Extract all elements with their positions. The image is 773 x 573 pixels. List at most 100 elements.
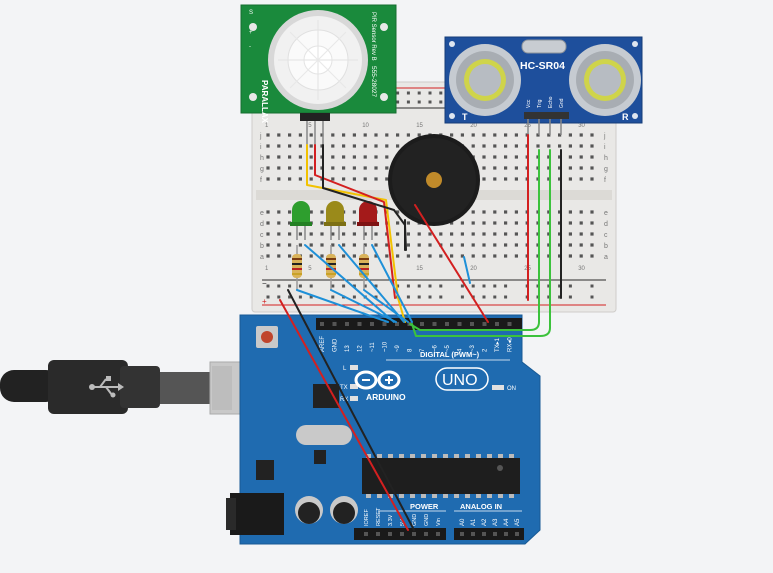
power-pin-label: 3.3V xyxy=(388,514,394,526)
analog-header xyxy=(454,528,524,540)
arduino-brand: ARDUINO xyxy=(366,392,406,402)
wire-led-yellow[interactable] xyxy=(338,244,405,323)
digital-header xyxy=(316,318,522,330)
digital-pin-label: RX◂0 xyxy=(508,337,514,352)
row-letter: h xyxy=(260,155,264,162)
digital-header-label: DIGITAL (PWM~) xyxy=(420,350,480,359)
led-red[interactable] xyxy=(357,201,379,240)
sr04-side-left: T xyxy=(462,112,468,122)
sr04-model: HC-SR04 xyxy=(520,60,565,72)
power-pin-label: GND xyxy=(424,514,430,526)
row-letter: i xyxy=(604,144,606,151)
column-label: 15 xyxy=(416,123,423,129)
row-letter: j xyxy=(259,133,262,140)
arduino-model: UNO xyxy=(442,372,478,389)
pir-sensor[interactable]: PARALLAX PIR Sensor Rev B 555-28027 S + … xyxy=(240,4,397,145)
wire-resistor-1[interactable] xyxy=(296,289,389,323)
ultrasonic-sensor[interactable]: HC-SR04 T R Vcc Trig Echo Gnd xyxy=(444,36,643,135)
analog-pin-label: A2 xyxy=(482,518,488,526)
digital-pin-label: ~5 xyxy=(445,344,451,352)
piezo-buzzer[interactable] xyxy=(388,134,480,226)
reset-button[interactable] xyxy=(261,331,273,343)
rail-plus-label: + xyxy=(262,297,267,306)
digital-pin-label: 2 xyxy=(483,348,489,352)
row-letter: c xyxy=(604,232,608,239)
column-label: 20 xyxy=(470,123,477,129)
row-letter: j xyxy=(603,133,606,140)
digital-pin-label: TX▸1 xyxy=(495,337,501,352)
wire-pir-signal[interactable] xyxy=(306,144,406,323)
analog-header-label: ANALOG IN xyxy=(460,502,502,511)
row-letter: g xyxy=(260,166,264,173)
digital-pin-label: ~10 xyxy=(383,341,389,352)
pir-pin-plus: + xyxy=(249,30,253,36)
column-label: 20 xyxy=(470,266,477,272)
wire-sr04-echo[interactable] xyxy=(411,149,551,337)
wire-pir-power[interactable] xyxy=(314,144,396,299)
column-label: 1 xyxy=(265,123,269,129)
digital-pin-label: 8 xyxy=(408,348,414,352)
row-letter: e xyxy=(260,210,264,217)
analog-pin-label: A3 xyxy=(493,518,499,526)
row-letter: f xyxy=(604,177,606,184)
power-pin-label: Vin xyxy=(436,518,442,526)
digital-pin-label: ~3 xyxy=(470,344,476,352)
analog-pin-label: A5 xyxy=(515,518,521,526)
column-label: 30 xyxy=(578,123,585,129)
led-label-l: L xyxy=(343,366,347,372)
led-label-rx: RX xyxy=(340,397,348,403)
column-label: 10 xyxy=(362,123,369,129)
digital-pin-label: ~9 xyxy=(395,344,401,352)
analog-pin-label: A4 xyxy=(504,518,510,526)
power-jack[interactable] xyxy=(230,493,284,535)
wire-gnd[interactable] xyxy=(287,289,415,531)
row-letter: e xyxy=(604,210,608,217)
digital-pin-label: GND xyxy=(333,338,339,352)
column-label: 5 xyxy=(308,123,312,129)
pir-pin-s: S xyxy=(249,10,253,16)
column-label: 5 xyxy=(308,266,312,272)
rail-minus-label: − xyxy=(262,279,267,288)
usb-icon xyxy=(89,376,124,398)
wire-led-green[interactable] xyxy=(304,244,395,323)
digital-pin-label: ~11 xyxy=(370,342,376,352)
led-yellow[interactable] xyxy=(324,201,346,240)
sr04-side-right: R xyxy=(622,112,629,122)
pir-name: PIR Sensor Rev B xyxy=(370,12,376,61)
power-pin-label: RESET xyxy=(376,507,382,526)
led-green[interactable] xyxy=(290,201,312,240)
digital-pin-label: 7 xyxy=(420,348,426,352)
sr04-pin-echo: Echo xyxy=(548,96,554,108)
sr04-pin-trig: Trig xyxy=(537,99,543,108)
row-letter: c xyxy=(260,232,264,239)
row-letter: f xyxy=(260,177,262,184)
digital-pin-label: 12 xyxy=(358,345,364,352)
arduino-logo-icon xyxy=(354,370,401,390)
sr04-pin-vcc: Vcc xyxy=(526,99,532,108)
pir-pin-minus: - xyxy=(249,44,251,50)
on-label: ON xyxy=(507,386,516,392)
resistor-2[interactable] xyxy=(326,245,336,290)
led-label-tx: TX xyxy=(340,385,348,391)
resistor-1[interactable] xyxy=(292,245,302,290)
row-letter: g xyxy=(604,166,608,173)
row-letter: h xyxy=(604,155,608,162)
microcontroller-chip xyxy=(362,458,520,494)
column-label: 1 xyxy=(265,266,269,272)
analog-pin-label: A1 xyxy=(471,518,477,526)
row-letter: i xyxy=(260,144,262,151)
pir-part-number: 555-28027 xyxy=(370,66,377,97)
digital-pin-label: 13 xyxy=(345,345,351,352)
wire-led-red[interactable] xyxy=(371,244,413,323)
wire-5v[interactable] xyxy=(279,299,409,531)
analog-pin-label: A0 xyxy=(460,518,466,526)
wire-buzzer-signal[interactable] xyxy=(414,204,489,323)
wire-sr04-trig[interactable] xyxy=(419,149,540,331)
row-letter: b xyxy=(604,243,608,250)
digital-pin-label: ~6 xyxy=(433,344,439,352)
row-letter: b xyxy=(260,243,264,250)
column-label: 30 xyxy=(578,266,585,272)
